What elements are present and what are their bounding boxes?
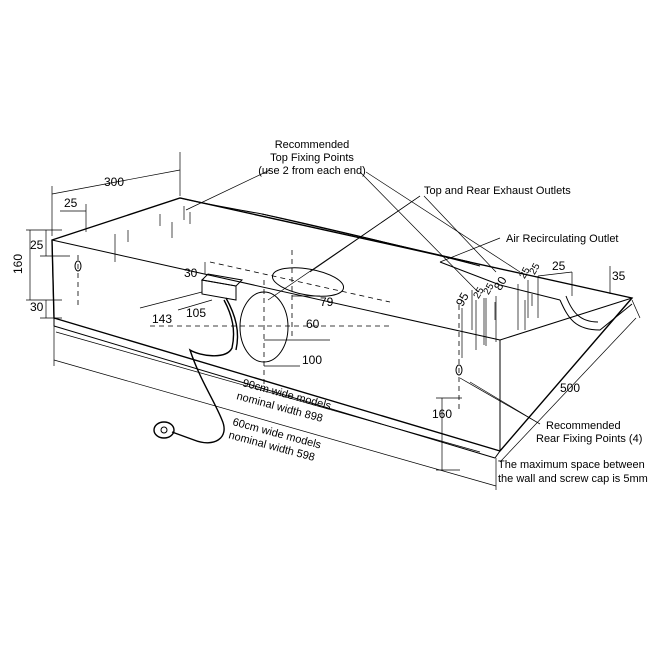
right-rear-fixing-hole [455, 364, 463, 376]
top-fixing-label-3: (use 2 from each end) [258, 165, 366, 177]
recirc-outlet-inner [565, 295, 599, 323]
plug-pin [160, 426, 168, 434]
rear-fixing-label-1: Recommended [546, 420, 621, 432]
left-edge [51, 239, 55, 319]
dim-25-top: 25 [64, 196, 78, 210]
bottom-front-edge [53, 325, 496, 459]
dim-95: 95 [453, 290, 472, 309]
top-ridge [179, 197, 471, 263]
top-ridge-2 [261, 213, 481, 267]
dim-105: 105 [186, 306, 206, 320]
exhaust-centre-h [209, 261, 391, 303]
callout-labels: Recommended Top Fixing Points (use 2 fro… [227, 139, 648, 485]
dim-160-right: 160 [432, 407, 452, 421]
dim-300: 300 [104, 175, 124, 189]
right-top-edge [499, 297, 633, 341]
dim-100: 100 [302, 353, 322, 367]
leader-lines [185, 169, 541, 425]
recirc-outlet [559, 299, 633, 331]
rear-fixing-label-2: Rear Fixing Points (4) [536, 433, 642, 445]
dim-160-left: 160 [11, 254, 25, 274]
dim-25a: 25 [472, 285, 487, 301]
power-cord [171, 299, 235, 444]
plug [153, 421, 175, 439]
power-cord-2 [225, 297, 239, 351]
dim-35: 35 [612, 269, 626, 283]
top-fixing-screws [114, 206, 533, 345]
power-cable [153, 297, 239, 444]
front-top-edge [51, 239, 501, 341]
top-fixing-label-2: Top Fixing Points [270, 152, 354, 164]
top-exhaust-outlet [271, 267, 345, 297]
dim-25c: 25 [518, 265, 533, 281]
dim-25-right: 25 [552, 259, 566, 273]
dim-30-left: 30 [30, 300, 44, 314]
exhaust-label: Top and Rear Exhaust Outlets [424, 185, 571, 197]
recirc-label: Air Recirculating Outlet [506, 233, 619, 245]
dim-30-cable: 30 [184, 266, 198, 280]
bottom-corner [494, 450, 501, 459]
dim-500: 500 [560, 381, 580, 395]
cable-entry-box-top [200, 273, 244, 287]
hood-body [51, 197, 634, 459]
recirc-slot [439, 261, 561, 301]
dim-25-left: 25 [30, 238, 44, 252]
note-label-1: The maximum space between [498, 459, 645, 471]
dim-79: 79 [320, 295, 334, 309]
dim-60: 60 [306, 317, 320, 331]
dimension-lines [26, 152, 641, 490]
dim-80: 80 [491, 274, 510, 293]
dim-25d: 25 [528, 261, 543, 277]
note-label-2: the wall and screw cap is 5mm [498, 473, 648, 485]
dim-25b: 25 [482, 281, 497, 297]
top-fixing-label-1: Recommended [275, 139, 350, 151]
dimension-labels: 300 25 25 160 30 30 143 105 79 60 100 95… [11, 175, 626, 421]
dim-143: 143 [152, 312, 172, 326]
left-rear-fixing-hole [74, 260, 82, 272]
